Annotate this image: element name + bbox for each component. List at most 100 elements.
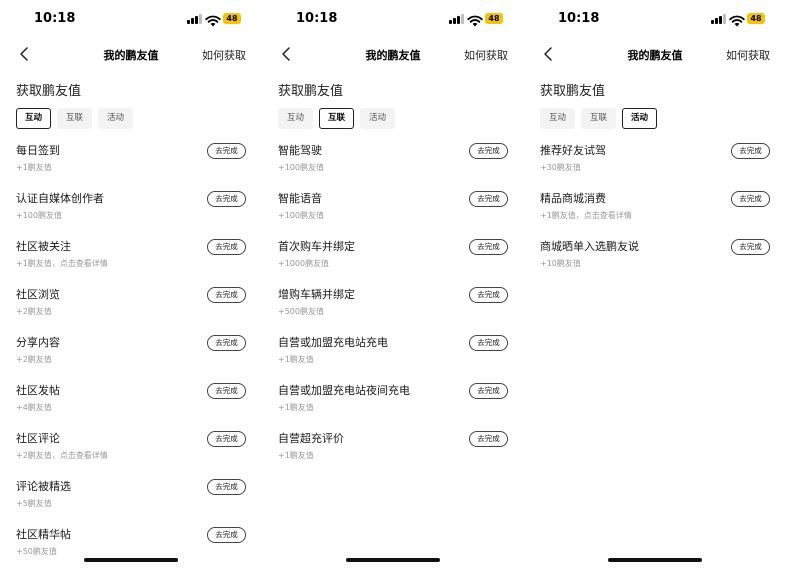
go-complete-button[interactable]: 去完成 (207, 431, 246, 447)
wifi-icon (205, 12, 221, 27)
tab-0[interactable]: 互动 (278, 108, 314, 129)
nav-bar: 我的鹏友值如何获取 (262, 40, 524, 68)
go-complete-button[interactable]: 去完成 (207, 527, 246, 543)
go-complete-button[interactable]: 去完成 (469, 335, 508, 351)
task-item: 智能驾驶+100鹏友值去完成 (278, 142, 508, 182)
task-reward: +100鹏友值 (278, 163, 324, 172)
task-reward: +1鹏友值 (278, 403, 314, 412)
go-complete-button[interactable]: 去完成 (207, 479, 246, 495)
task-item: 商城晒单入选鹏友说+10鹏友值去完成 (540, 238, 770, 278)
task-reward: +50鹏友值 (16, 547, 57, 556)
go-complete-button[interactable]: 去完成 (469, 143, 508, 159)
tab-2[interactable]: 活动 (622, 108, 658, 129)
home-indicator (84, 558, 178, 562)
task-title: 增购车辆并绑定 (278, 288, 355, 301)
task-reward: +5鹏友值 (16, 499, 52, 508)
status-time: 10:18 (34, 11, 76, 26)
how-to-get-link[interactable]: 如何获取 (726, 49, 770, 62)
go-complete-button[interactable]: 去完成 (469, 287, 508, 303)
go-complete-button[interactable]: 去完成 (207, 383, 246, 399)
home-indicator (346, 558, 440, 562)
task-title: 社区精华帖 (16, 528, 71, 541)
task-item: 分享内容+2鹏友值去完成 (16, 334, 246, 374)
task-item: 自营超充评价 +1鹏友值 去完成 (278, 430, 508, 470)
signal-icon (711, 14, 727, 24)
tab-1[interactable]: 互联 (319, 108, 355, 129)
back-icon[interactable] (18, 46, 32, 62)
task-item: 评论被精选 +5鹏友值 去完成 (16, 478, 246, 518)
task-item: 首次购车并绑定+1000鹏友值去完成 (278, 238, 508, 278)
task-title: 每日签到 (16, 144, 60, 157)
go-complete-button[interactable]: 去完成 (207, 287, 246, 303)
task-title: 社区被关注 (16, 240, 71, 253)
nav-bar: 我的鹏友值如何获取 (0, 40, 262, 68)
task-reward: +2鹏友值，点击查看详情 (16, 451, 108, 460)
task-title: 自营或加盟充电站夜间充电 (278, 384, 410, 397)
go-complete-button[interactable]: 去完成 (469, 383, 508, 399)
status-bar: 10:18 48 (524, 0, 786, 38)
go-complete-button[interactable]: 去完成 (731, 191, 770, 207)
tab-0[interactable]: 互动 (540, 108, 576, 129)
task-title: 智能语音 (278, 192, 322, 205)
go-complete-button[interactable]: 去完成 (469, 191, 508, 207)
signal-icon (449, 14, 465, 24)
go-complete-button[interactable]: 去完成 (731, 239, 770, 255)
tab-1[interactable]: 互联 (57, 108, 93, 129)
task-title: 精品商城消费 (540, 192, 606, 205)
tab-2[interactable]: 活动 (98, 108, 134, 129)
task-item: 智能语音 +100鹏友值 去完成 (278, 190, 508, 230)
task-reward: +500鹏友值 (278, 307, 324, 316)
tab-bar: 互动互联活动 (540, 108, 658, 130)
task-item: 社区精华帖 +50鹏友值 去完成 (16, 526, 246, 566)
go-complete-button[interactable]: 去完成 (469, 431, 508, 447)
task-item: 社区发帖+4鹏友值去完成 (16, 382, 246, 422)
tab-1[interactable]: 互联 (581, 108, 617, 129)
status-time: 10:18 (296, 11, 338, 26)
section-title: 获取鹏友值 (16, 84, 82, 99)
task-item: 自营或加盟充电站夜间充电 +1鹏友值 去完成 (278, 382, 508, 422)
section-title: 获取鹏友值 (540, 84, 606, 99)
back-icon[interactable] (280, 46, 294, 62)
section-title: 获取鹏友值 (278, 84, 344, 99)
tab-2[interactable]: 活动 (360, 108, 396, 129)
task-reward: +2鹏友值 (16, 355, 52, 364)
go-complete-button[interactable]: 去完成 (207, 239, 246, 255)
task-reward: +1鹏友值 (278, 451, 314, 460)
task-item: 社区被关注+1鹏友值，点击查看详情去完成 (16, 238, 246, 278)
task-reward: +1鹏友值 (16, 163, 52, 172)
wifi-icon (729, 12, 745, 27)
task-title: 评论被精选 (16, 480, 71, 493)
task-reward: +100鹏友值 (16, 211, 62, 220)
task-title: 社区浏览 (16, 288, 60, 301)
go-complete-button[interactable]: 去完成 (207, 143, 246, 159)
how-to-get-link[interactable]: 如何获取 (202, 49, 246, 62)
task-title: 首次购车并绑定 (278, 240, 355, 253)
task-title: 自营或加盟充电站充电 (278, 336, 388, 349)
page-title: 我的鹏友值 (627, 49, 683, 62)
task-reward: +1鹏友值 (278, 355, 314, 364)
status-bar: 10:18 48 (262, 0, 524, 38)
status-time: 10:18 (558, 11, 600, 26)
battery-icon: 48 (747, 13, 765, 24)
task-title: 社区发帖 (16, 384, 60, 397)
go-complete-button[interactable]: 去完成 (207, 191, 246, 207)
back-icon[interactable] (542, 46, 556, 62)
tab-bar: 互动互联活动 (16, 108, 134, 130)
task-item: 精品商城消费+1鹏友值，点击查看详情去完成 (540, 190, 770, 230)
task-item: 自营或加盟充电站充电 +1鹏友值 去完成 (278, 334, 508, 374)
how-to-get-link[interactable]: 如何获取 (464, 49, 508, 62)
task-reward: +30鹏友值 (540, 163, 581, 172)
task-reward: +2鹏友值 (16, 307, 52, 316)
go-complete-button[interactable]: 去完成 (469, 239, 508, 255)
task-title: 社区评论 (16, 432, 60, 445)
task-title: 自营超充评价 (278, 432, 344, 445)
task-reward: +100鹏友值 (278, 211, 324, 220)
battery-icon: 48 (485, 13, 503, 24)
tab-bar: 互动互联活动 (278, 108, 396, 130)
go-complete-button[interactable]: 去完成 (731, 143, 770, 159)
wifi-icon (467, 12, 483, 27)
go-complete-button[interactable]: 去完成 (207, 335, 246, 351)
tab-0[interactable]: 互动 (16, 108, 52, 129)
